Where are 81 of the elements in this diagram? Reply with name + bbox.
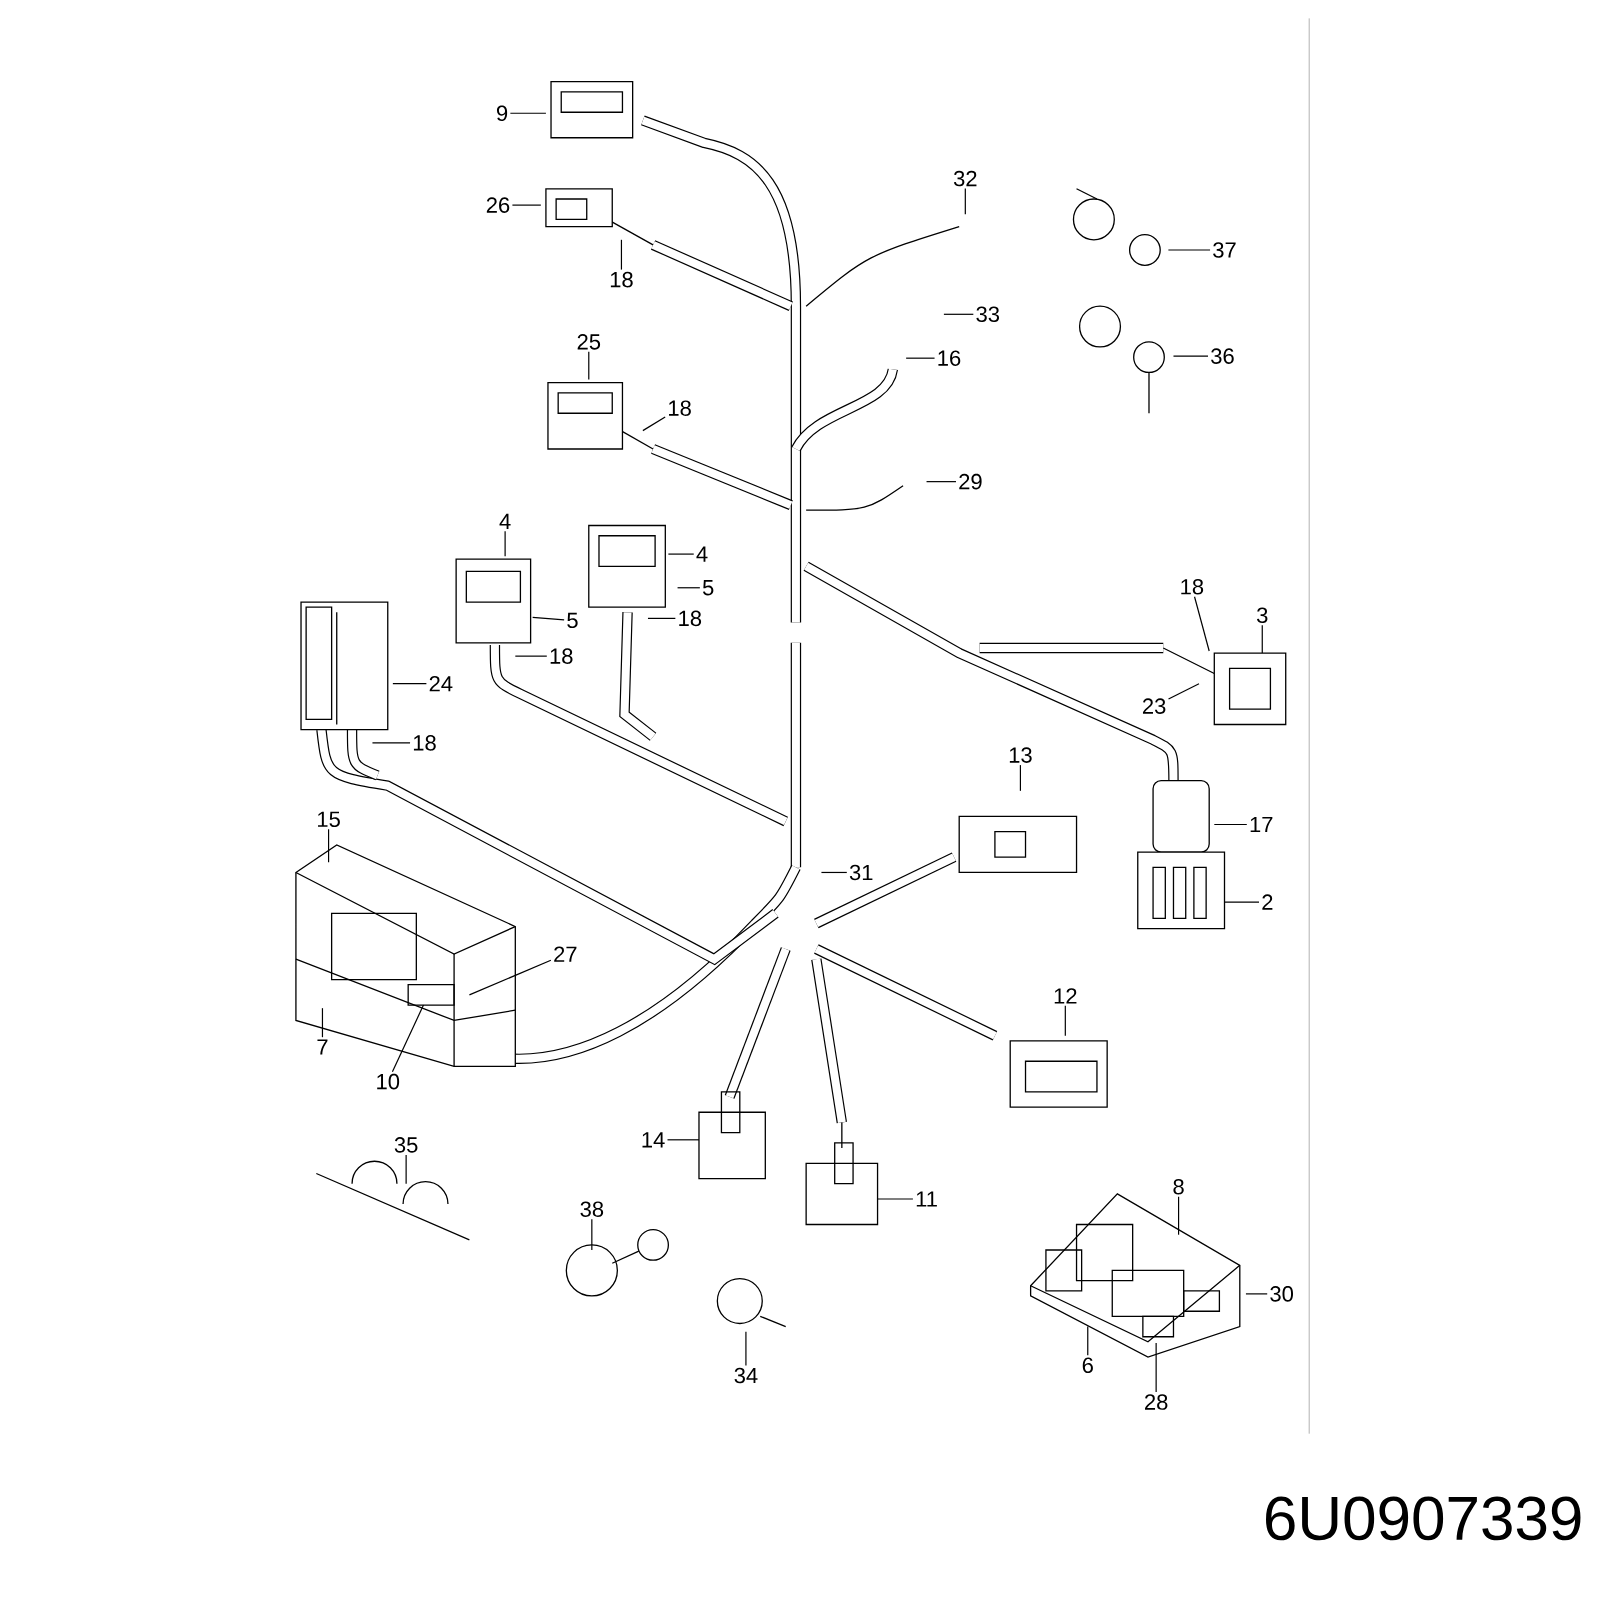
leader-line [666,1139,700,1141]
leader-line [1155,1342,1157,1393]
leader-line [405,1154,407,1185]
leader-line [504,530,506,557]
callout-number: 34 [734,1367,758,1384]
leader-line [321,1007,324,1038]
leader-line [1167,683,1200,700]
callout-number: 16 [938,350,961,366]
callout-number: 37 [1213,242,1236,258]
callout-number: 18 [669,400,691,416]
leader-line [1213,823,1248,826]
callout-number: 13 [1009,747,1032,763]
callout-number: 12 [1054,988,1077,1004]
callout-number: 23 [1142,698,1166,714]
callout-number: 38 [580,1201,604,1217]
callout-number: 4 [499,513,511,529]
callout-number: 18 [610,271,633,288]
callout-number: 2 [1262,894,1273,910]
leader-line [391,1004,425,1073]
leader-line [905,357,936,359]
callout-number: 7 [317,1039,328,1055]
leader-line [1223,901,1260,903]
leader-line [820,871,848,874]
leader-line [1019,764,1021,792]
leader-line [1064,1005,1066,1037]
callout-number: 5 [702,580,714,596]
leader-line [591,1218,593,1251]
callout-number: 29 [959,473,982,490]
callout-number: 26 [486,197,510,213]
callout-number: 18 [413,735,436,751]
callout-number: 27 [554,946,577,962]
leader-line [392,683,427,685]
callout-number: 10 [377,1073,400,1090]
leader-line [532,616,565,621]
leader-line [876,1198,914,1200]
leader-line [642,416,666,432]
leader-line [745,1331,747,1367]
callout-number: 15 [318,811,340,828]
leader-line [509,112,547,114]
callout-number: 3 [1256,607,1268,624]
leader-line [667,553,695,555]
callout-number: 31 [849,864,873,881]
callout-number: 28 [1145,1394,1168,1410]
callout-number: 36 [1211,348,1234,364]
leader-line [371,742,411,744]
callout-number: 11 [916,1191,937,1207]
callout-number: 24 [429,676,453,692]
callout-number: 25 [577,334,601,350]
callout-number: 18 [1181,578,1204,595]
leader-line [1167,249,1211,251]
leader-line [1261,624,1263,654]
callout-number: 4 [696,546,708,562]
leader-line [468,959,552,996]
leader-line [1193,596,1210,652]
callout-number: 32 [953,170,977,187]
part-number: 6U0907339 [1266,1496,1581,1541]
leader-line [1245,1293,1268,1295]
callout-number: 35 [394,1137,418,1153]
callout-number: 18 [679,610,702,627]
leader-line [514,655,548,657]
leader-line [1087,1325,1089,1356]
callout-number: 6 [1082,1357,1093,1374]
leader-line [511,204,542,206]
leader-line [327,828,330,863]
callout-number: 33 [976,306,1000,323]
callout-number: 5 [567,612,578,629]
callout-number: 14 [642,1132,665,1148]
leader-line [964,187,966,215]
leader-line [647,617,676,619]
callout-number: 30 [1270,1286,1293,1302]
callout-number: 18 [550,648,573,664]
leader-line [943,313,974,315]
leader-line [620,239,623,271]
callout-number: 17 [1250,816,1273,833]
leader-line [676,587,701,589]
leader-line [1172,355,1209,357]
leader-line [925,481,957,483]
leader-line [588,351,590,381]
callout-number: 8 [1173,1178,1184,1195]
callout-number: 9 [496,105,508,122]
leader-line [1178,1196,1180,1236]
